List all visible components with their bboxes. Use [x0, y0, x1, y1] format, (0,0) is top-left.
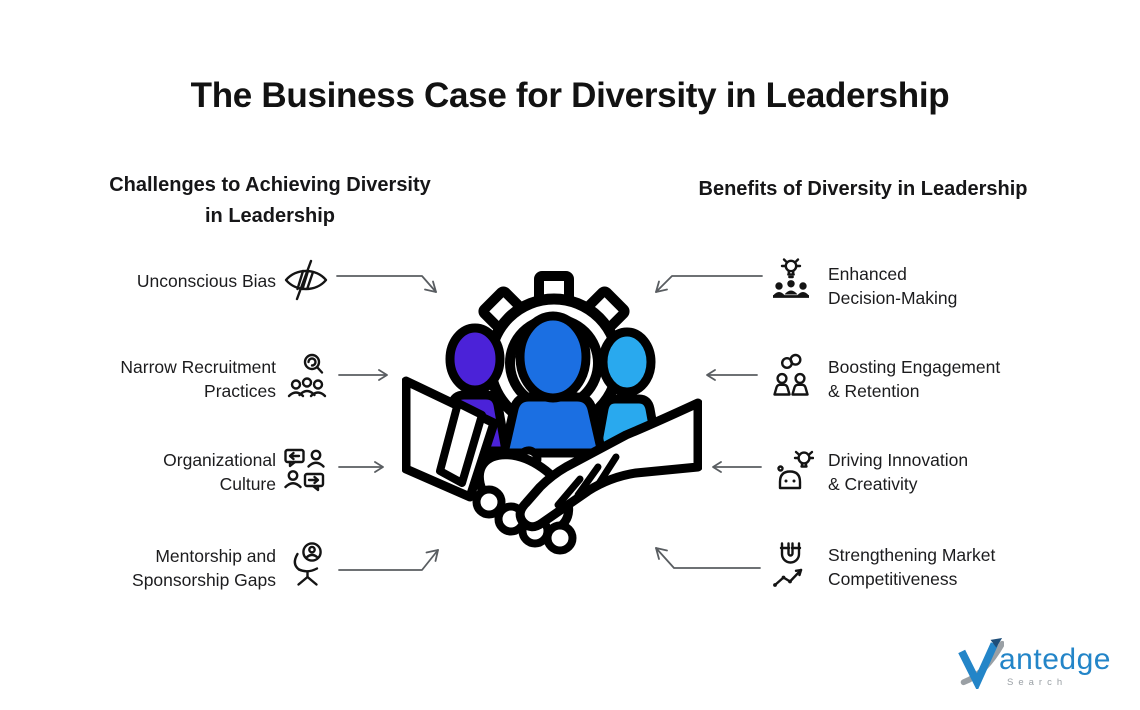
lightbulb-group-icon: [773, 258, 809, 298]
magnifier-people-icon: [287, 353, 327, 398]
challenge-label-organizational-culture: Organizational Culture: [26, 448, 276, 496]
challenges-heading-line1: Challenges to Achieving Diversity: [109, 174, 431, 196]
challenges-heading-line2: in Leadership: [204, 205, 336, 227]
label-line: & Creativity: [828, 474, 918, 494]
benefit-label-engagement-retention: Boosting Engagement & Retention: [828, 355, 1108, 403]
logo-subtext: Search: [1007, 677, 1068, 688]
label-line: Enhanced: [828, 264, 907, 284]
person-lightbulb-icon: [777, 450, 814, 490]
chat-people-icon: [284, 448, 325, 492]
arrow-to-center-bottom-left: [338, 549, 439, 571]
benefit-label-market-competitiveness: Strengthening Market Competitiveness: [828, 543, 1108, 591]
label-line: Decision-Making: [828, 288, 958, 308]
magnet-chart-icon: [773, 542, 803, 587]
benefit-label-enhanced-decision-making: Enhanced Decision-Making: [828, 262, 1108, 310]
label-line: Culture: [219, 474, 276, 494]
label-line: Practices: [204, 381, 276, 401]
benefits-heading-line: Benefits of Diversity in Leadership: [698, 178, 1028, 200]
page-title: The Business Case for Diversity in Leade…: [190, 76, 950, 115]
label-line: Sponsorship Gaps: [132, 570, 276, 590]
challenge-label-narrow-recruitment: Narrow Recruitment Practices: [26, 355, 276, 403]
arrow-from-center-right-3: [712, 461, 762, 473]
label-line: Mentorship and: [155, 546, 276, 566]
logo-wordmark: antedge: [999, 643, 1111, 676]
handshake-gear-people-graphic: [402, 271, 702, 555]
eye-off-icon: [284, 259, 328, 301]
benefit-label-innovation-creativity: Driving Innovation & Creativity: [828, 448, 1108, 496]
person-center: [499, 311, 607, 458]
label-line: Competitiveness: [828, 569, 958, 589]
challenges-heading: Challenges to Achieving Diversity in Lea…: [50, 170, 490, 232]
chair-person-icon: [293, 542, 322, 586]
arrow-from-center-bottom-right: [655, 547, 761, 569]
challenge-label-mentorship-gaps: Mentorship and Sponsorship Gaps: [26, 544, 276, 592]
arrow-from-center-top-right: [655, 275, 763, 293]
label-line: Narrow Recruitment: [120, 357, 276, 377]
vantedge-v-mark-icon: [958, 638, 1004, 689]
label-line: Unconscious Bias: [136, 271, 276, 291]
arrow-from-center-right-2: [706, 369, 758, 381]
label-line: Strengthening Market: [828, 545, 996, 565]
benefits-heading: Benefits of Diversity in Leadership: [658, 174, 1068, 205]
link-people-icon: [773, 353, 809, 396]
label-line: Organizational: [163, 450, 276, 470]
arrow-to-center-left-3: [338, 461, 384, 473]
label-line: Driving Innovation: [828, 450, 969, 470]
handshake-icon: [402, 376, 702, 555]
label-line: Boosting Engagement: [828, 357, 1001, 377]
challenge-label-unconscious-bias: Unconscious Bias: [26, 269, 276, 293]
arrow-to-center-top-left: [336, 275, 437, 293]
arrow-to-center-left-2: [338, 369, 388, 381]
label-line: & Retention: [828, 381, 920, 401]
